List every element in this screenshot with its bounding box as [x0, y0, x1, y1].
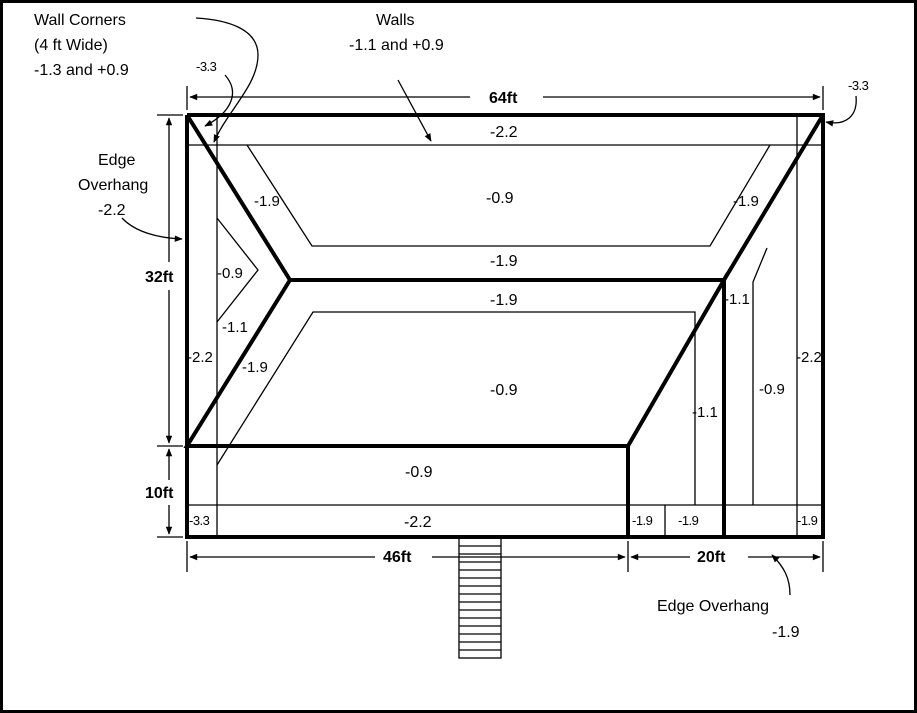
callout-edge-overhang-bottom: Edge Overhang -1.9: [657, 554, 800, 641]
dim-bottom-right: 20ft: [697, 549, 726, 566]
zone-bottom-mid-2: -1.9: [678, 513, 699, 528]
zone-bottom-edge: -2.2: [404, 514, 432, 531]
zone-left-gable: -0.9: [217, 265, 243, 282]
callout-walls-line1: Walls: [376, 12, 415, 29]
callout-wall-corners-line2: (4 ft Wide): [34, 37, 108, 54]
zone-bottom-right-corner: -1.9: [797, 513, 818, 528]
roof-outline: [185, 113, 825, 539]
dimensions: 64ft 32ft 10ft 46ft 20ft: [145, 86, 824, 572]
dim-bottom-left: 46ft: [383, 549, 412, 566]
zone-upper-left-hip: -1.9: [254, 193, 280, 210]
callout-edge-left-line1: Edge: [98, 152, 135, 169]
zone-bottom-left-corner: -3.3: [189, 513, 210, 528]
callout-corner-right-label: -3.3: [848, 78, 869, 93]
zone-upper-field: -0.9: [486, 190, 514, 207]
zone-left-ridge: -1.1: [222, 319, 248, 336]
callout-wall-corners-line1: Wall Corners: [34, 12, 126, 29]
callout-edge-left-line2: Overhang: [78, 177, 148, 194]
callout-corner-right: -3.3: [825, 78, 869, 127]
zone-right-field: -0.9: [759, 381, 785, 398]
zone-boundaries: [187, 115, 823, 537]
zone-labels: -2.2 -0.9 -1.9 -1.9 -1.9 -1.9 -0.9 -0.9 …: [187, 124, 822, 531]
callout-corner-left-label: -3.3: [196, 59, 217, 74]
dim-left-upper: 32ft: [145, 269, 174, 286]
callout-wall-corners: Wall Corners (4 ft Wide) -1.3 and +0.9: [34, 12, 259, 143]
callout-edge-overhang-left: Edge Overhang -2.2: [78, 152, 183, 242]
callout-walls: Walls -1.1 and +0.9: [349, 12, 444, 142]
zone-left-edge: -2.2: [187, 349, 213, 366]
callout-walls-line2: -1.1 and +0.9: [349, 37, 444, 54]
zone-right-edge: -2.2: [796, 349, 822, 366]
zone-right-ridge: -1.1: [724, 291, 750, 308]
zone-bottom-field: -0.9: [405, 464, 433, 481]
zone-ridge-lower: -1.9: [490, 292, 518, 309]
entry-stairs: [458, 537, 502, 659]
dim-top: 64ft: [489, 90, 518, 107]
callout-edge-bottom-line2: -1.9: [772, 624, 800, 641]
callout-wall-corners-line3: -1.3 and +0.9: [34, 62, 129, 79]
zone-right-ridge-lower: -1.1: [692, 404, 718, 421]
zone-upper-right-hip: -1.9: [733, 193, 759, 210]
callout-corner-left: -3.3: [196, 59, 234, 127]
callout-edge-left-line3: -2.2: [98, 202, 126, 219]
zone-bottom-mid-1: -1.9: [632, 513, 653, 528]
zone-lower-field: -0.9: [490, 382, 518, 399]
zone-left-hip-lower: -1.9: [242, 359, 268, 376]
ridge-and-hip-lines: [183, 113, 825, 537]
dim-left-lower: 10ft: [145, 485, 174, 502]
callout-edge-bottom-line1: Edge Overhang: [657, 598, 769, 615]
zone-ridge-upper: -1.9: [490, 253, 518, 270]
zone-top-edge: -2.2: [490, 124, 518, 141]
